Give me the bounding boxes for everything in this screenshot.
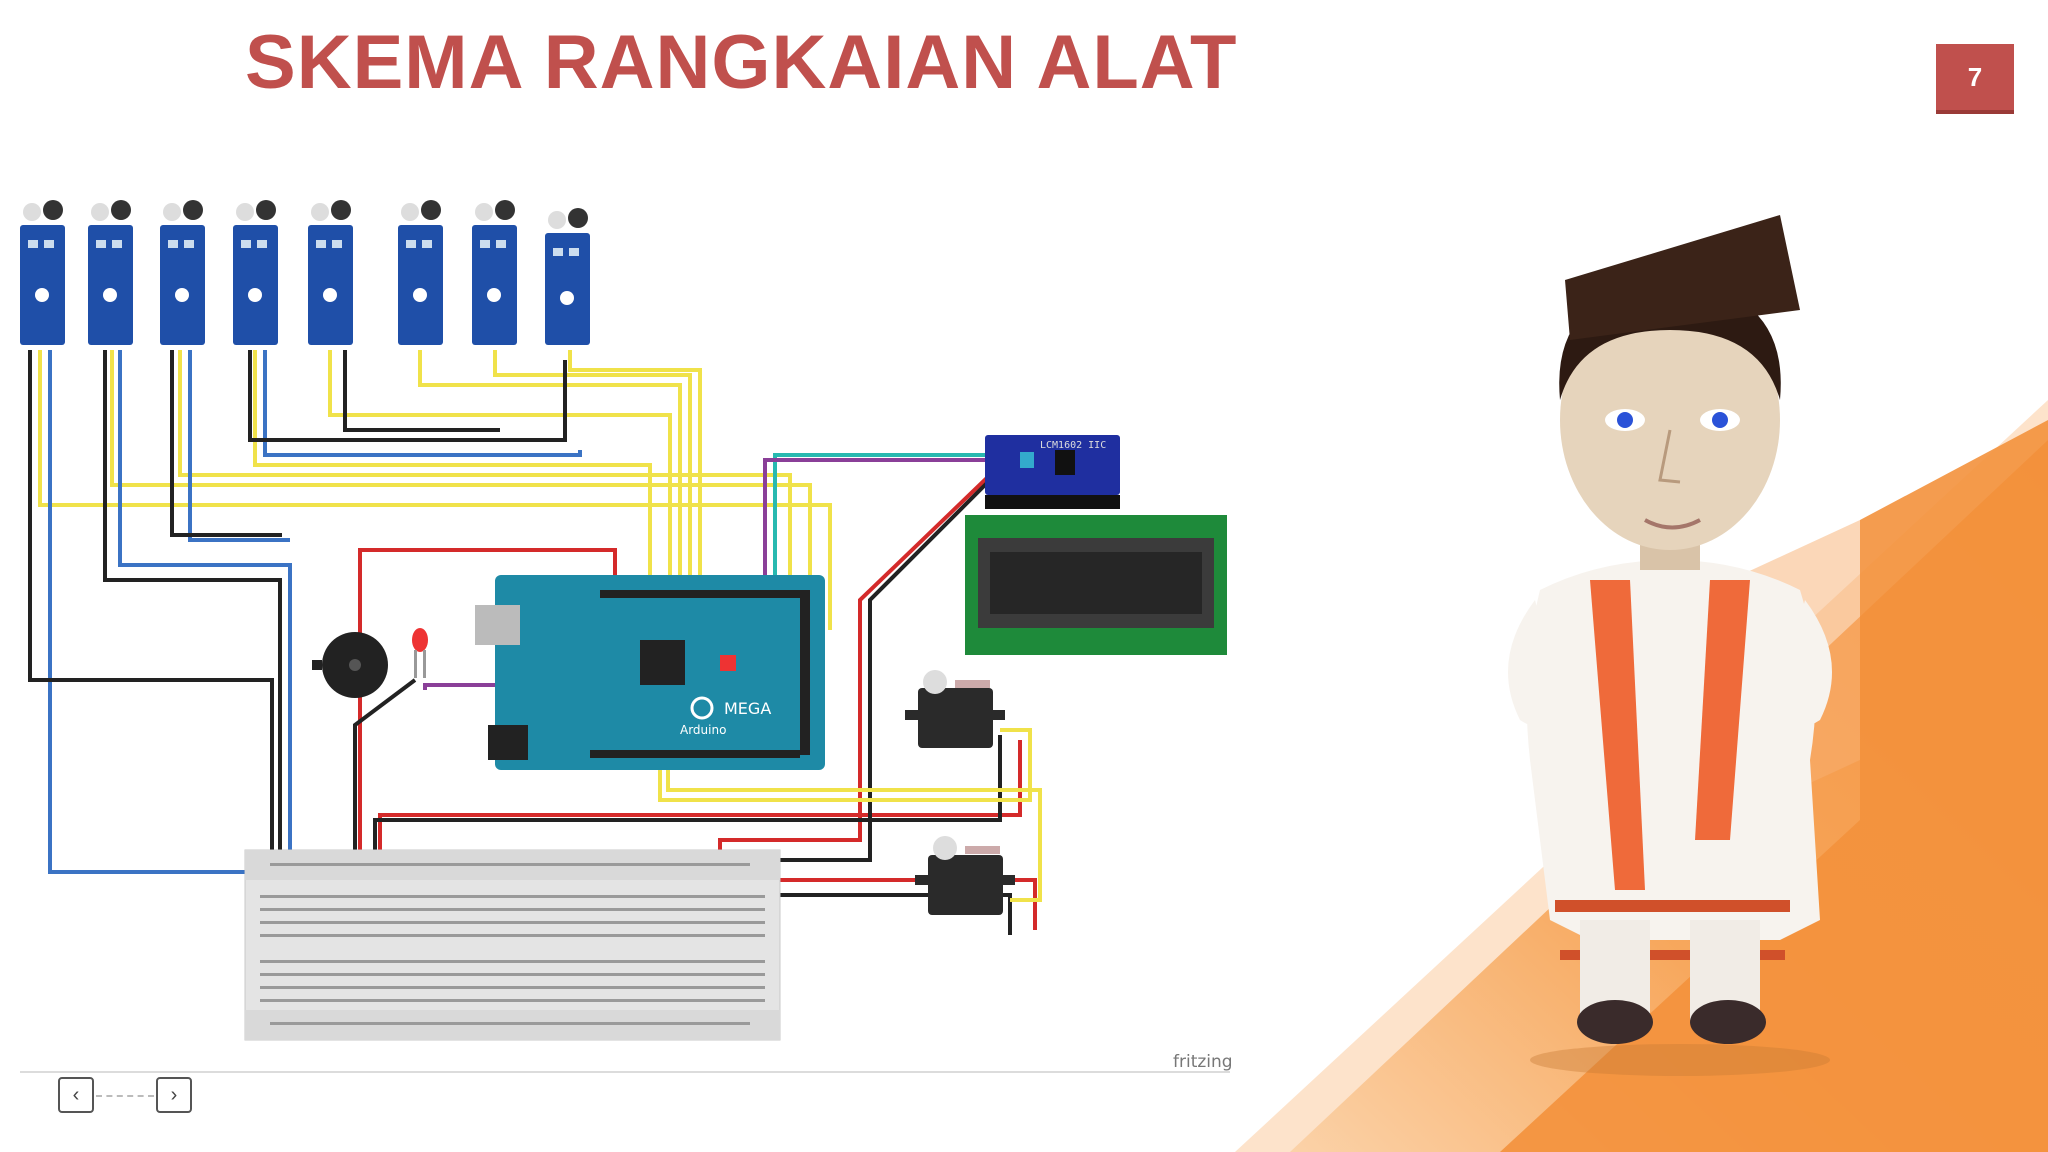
ir-sensor xyxy=(233,200,278,345)
wire-bundle xyxy=(28,350,1042,935)
ir-sensor xyxy=(545,208,590,345)
ir-sensor xyxy=(20,200,65,345)
ir-sensor xyxy=(88,200,133,345)
red-led xyxy=(412,628,428,678)
arduino-brand-label: Arduino xyxy=(680,723,726,737)
bottom-divider xyxy=(20,1071,1230,1073)
fritzing-watermark: fritzing xyxy=(1173,1052,1233,1072)
servo-motor xyxy=(905,670,1005,748)
previous-slide-button[interactable]: ‹ xyxy=(58,1077,94,1113)
arduino-mega-board: MEGA Arduino xyxy=(475,575,825,770)
lcd-i2c-module: LCM1602 IIC xyxy=(985,435,1120,509)
circuit-schematic: MEGA Arduino LCM1602 IIC xyxy=(20,200,1227,1041)
arduino-mega-label: MEGA xyxy=(724,699,771,718)
breadboard xyxy=(244,849,781,1041)
ir-sensor xyxy=(160,200,205,345)
buzzer xyxy=(312,632,388,698)
chevron-right-icon: › xyxy=(170,1083,178,1106)
servo-motor xyxy=(915,836,1015,915)
character-illustration xyxy=(1508,215,1832,1076)
ir-sensor-array xyxy=(20,200,590,345)
slide-title: SKEMA RANGKAIAN ALAT xyxy=(245,20,1238,105)
next-slide-button[interactable]: › xyxy=(156,1077,192,1113)
ir-sensor xyxy=(472,200,517,345)
ir-sensor xyxy=(308,200,353,345)
lcd-display xyxy=(965,515,1227,655)
page-number-badge: 7 xyxy=(1936,44,2014,114)
chevron-left-icon: ‹ xyxy=(72,1083,80,1106)
ir-sensor xyxy=(398,200,443,345)
lcd-module-label: LCM1602 IIC xyxy=(1040,440,1106,451)
navigation-track xyxy=(96,1095,154,1097)
